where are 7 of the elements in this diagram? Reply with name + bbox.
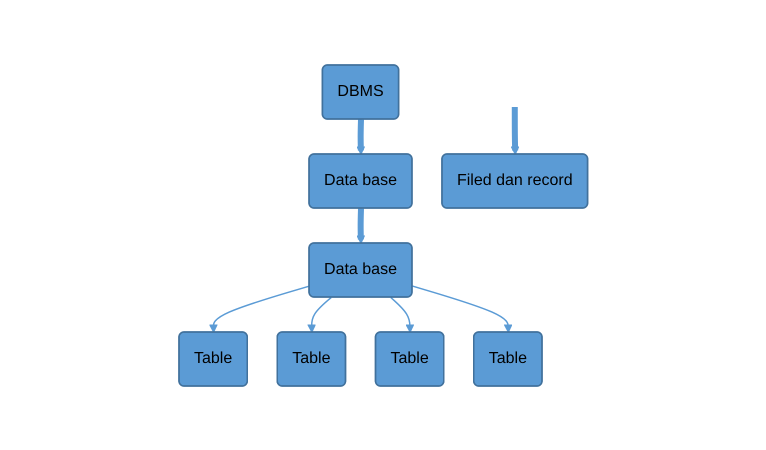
arrow bbox=[390, 296, 414, 332]
arrow bbox=[356, 208, 365, 244]
arrow bbox=[510, 106, 520, 154]
arrow bbox=[208, 284, 310, 332]
arrow bbox=[412, 284, 512, 332]
arrow bbox=[306, 296, 332, 332]
arrow bbox=[356, 118, 365, 154]
